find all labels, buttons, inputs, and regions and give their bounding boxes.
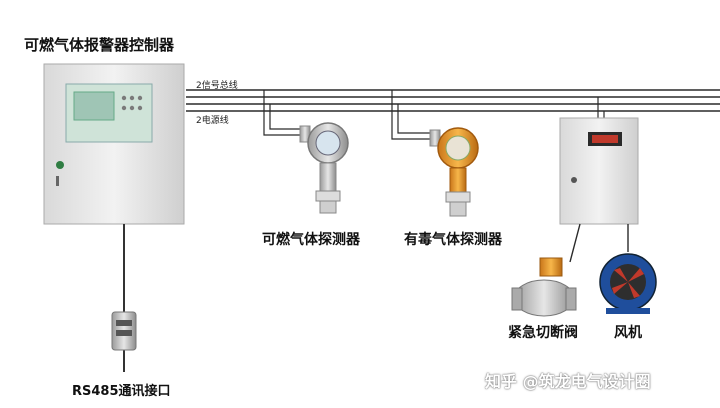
diagram-title: 可燃气体报警器控制器: [24, 36, 175, 54]
rs485-label: RS485通讯接口: [72, 384, 171, 399]
detector-1-wiring: [263, 90, 300, 136]
exhaust-fan: [599, 253, 657, 314]
signal-bus: [186, 89, 720, 98]
power-bus: [186, 103, 720, 112]
controller-lcd: [73, 91, 115, 121]
aux-controller-wiring: [597, 97, 605, 118]
toxic-detector-label: 有毒气体探测器: [404, 232, 502, 248]
auxiliary-controller-box: [559, 117, 639, 225]
shutoff-valve-label: 紧急切断阀: [508, 325, 578, 341]
combustible-detector: [299, 122, 349, 214]
toxic-detector: [429, 127, 479, 217]
fan-label: 风机: [614, 325, 642, 341]
shutoff-valve: [511, 257, 577, 317]
controller-power-indicator: [56, 161, 64, 169]
watermark: 知乎 @筑龙电气设计圈: [485, 372, 651, 391]
main-controller-cabinet: [43, 63, 185, 225]
power-bus-label: 2电源线: [196, 116, 229, 126]
signal-bus-label: 2信号总线: [196, 81, 238, 91]
valve-wiring: [569, 223, 581, 263]
detector-2-wiring: [391, 90, 430, 140]
combustible-detector-label: 可燃气体探测器: [262, 232, 360, 248]
rs485-module: [111, 311, 137, 351]
